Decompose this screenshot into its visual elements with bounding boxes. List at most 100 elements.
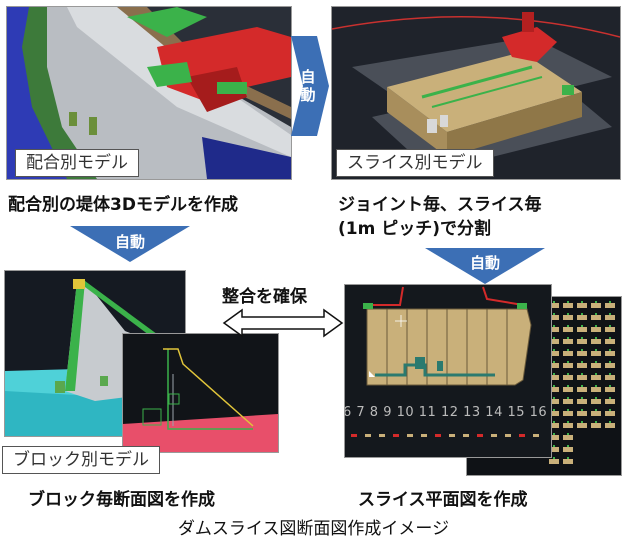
mix-model-render xyxy=(7,7,291,179)
slice-thumbnail-marker xyxy=(553,349,555,351)
slice-thumbnail-marker xyxy=(567,385,569,387)
slice-thumbnail-marker xyxy=(567,349,569,351)
slice-thumbnail-marker xyxy=(609,313,611,315)
consistency-double-arrow xyxy=(222,308,344,338)
slice-thumbnail xyxy=(563,411,573,416)
slice-thumbnail-marker xyxy=(567,313,569,315)
slice-mini-icon xyxy=(533,434,539,437)
slice-mini-icon xyxy=(379,434,385,437)
slice-thumbnail xyxy=(563,375,573,380)
slice-thumbnail-marker xyxy=(595,385,597,387)
slice-thumbnail-marker xyxy=(581,349,583,351)
auto-arrow-right-label: 自動 xyxy=(300,68,316,104)
slice-thumbnail xyxy=(605,327,615,332)
mix-model-caption: 配合別の堤体3Dモデルを作成 xyxy=(8,195,238,215)
auto-arrow-right-down-label: 自動 xyxy=(469,254,500,272)
slice-thumbnail xyxy=(549,303,559,308)
slice-mini-icon xyxy=(505,434,511,437)
slice-thumbnail xyxy=(591,375,601,380)
slice-thumbnail xyxy=(563,315,573,320)
slice-thumbnail-marker xyxy=(567,373,569,375)
slice-thumbnail xyxy=(563,351,573,356)
panel-block-model-front xyxy=(122,333,279,453)
slice-thumbnail xyxy=(577,411,587,416)
slice-mini-icon xyxy=(393,434,399,437)
slice-thumbnail xyxy=(577,351,587,356)
slice-thumbnail xyxy=(605,423,615,428)
slice-thumbnail xyxy=(563,459,573,464)
slice-thumbnail-marker xyxy=(567,397,569,399)
panel-slice-model: スライス別モデル xyxy=(331,6,621,180)
panel-slice-plan-front: 6 7 8 9 10 11 12 13 14 15 16 xyxy=(344,284,552,458)
slice-thumbnail-marker xyxy=(595,397,597,399)
panel-mix-model: 配合別モデル xyxy=(6,6,292,180)
block-model-caption: ブロック毎断面図を作成 xyxy=(28,490,215,510)
block-model-label: ブロック別モデル xyxy=(2,446,160,474)
slice-model-caption-line2: (1m ピッチ)で分割 xyxy=(338,219,491,239)
slice-thumbnail-marker xyxy=(553,409,555,411)
slice-thumbnail-marker xyxy=(581,325,583,327)
block-model-render-front xyxy=(123,334,278,452)
slice-thumbnail xyxy=(549,387,559,392)
slice-thumbnail-marker xyxy=(553,373,555,375)
slice-plan-render xyxy=(345,285,551,457)
slice-thumbnail xyxy=(549,459,559,464)
slice-thumbnail-marker xyxy=(609,325,611,327)
slice-mini-icon xyxy=(491,434,497,437)
slice-mini-icon xyxy=(407,434,413,437)
auto-arrow-left-down xyxy=(70,226,190,262)
slice-thumbnail-marker xyxy=(567,433,569,435)
slice-thumbnail-marker xyxy=(595,373,597,375)
slice-thumbnail xyxy=(549,339,559,344)
slice-thumbnail-marker xyxy=(581,337,583,339)
slice-thumbnail xyxy=(605,339,615,344)
slice-thumbnail-marker xyxy=(609,361,611,363)
slice-plan-caption: スライス平面図を作成 xyxy=(358,490,528,510)
slice-mini-icon xyxy=(421,434,427,437)
slice-thumbnail-marker xyxy=(567,301,569,303)
slice-thumbnail-marker xyxy=(609,349,611,351)
auto-arrow-left-down-label: 自動 xyxy=(114,233,145,251)
slice-thumbnail xyxy=(577,387,587,392)
slice-mini-icon xyxy=(519,434,525,437)
slice-thumbnail xyxy=(605,399,615,404)
slice-thumbnail xyxy=(563,339,573,344)
slice-thumbnail xyxy=(549,375,559,380)
slice-thumbnail-marker xyxy=(553,433,555,435)
slice-thumbnail-marker xyxy=(609,301,611,303)
slice-thumbnail xyxy=(591,339,601,344)
slice-thumbnail-marker xyxy=(595,409,597,411)
slice-thumbnail-marker xyxy=(595,349,597,351)
slice-thumbnail-marker xyxy=(595,313,597,315)
slice-thumbnail-marker xyxy=(567,445,569,447)
slice-thumbnail-marker xyxy=(595,337,597,339)
slice-thumbnail-marker xyxy=(567,325,569,327)
slice-mini-icon xyxy=(365,434,371,437)
slice-thumbnail xyxy=(549,411,559,416)
slice-model-caption-line1: ジョイント毎、スライス毎 xyxy=(338,195,542,215)
slice-thumbnail xyxy=(577,303,587,308)
slice-thumbnail xyxy=(563,387,573,392)
figure-title: ダムスライス図断面図作成イメージ xyxy=(177,519,450,539)
slice-thumbnail xyxy=(591,363,601,368)
slice-thumbnail xyxy=(549,327,559,332)
slice-number-row: 6 7 8 9 10 11 12 13 14 15 16 xyxy=(344,405,548,420)
consistency-label: 整合を確保 xyxy=(222,287,307,307)
slice-thumbnail-marker xyxy=(581,385,583,387)
slice-thumbnail-marker xyxy=(581,301,583,303)
slice-thumbnail-marker xyxy=(567,457,569,459)
slice-thumbnail-marker xyxy=(553,457,555,459)
slice-mini-icon xyxy=(463,434,469,437)
slice-thumbnail-marker xyxy=(567,361,569,363)
slice-thumbnail-marker xyxy=(609,385,611,387)
slice-thumbnail-marker xyxy=(553,301,555,303)
slice-thumbnail-marker xyxy=(553,325,555,327)
slice-thumbnail-marker xyxy=(553,337,555,339)
slice-model-label: スライス別モデル xyxy=(336,149,494,177)
slice-thumbnail xyxy=(563,447,573,452)
slice-thumbnail-marker xyxy=(609,397,611,399)
slice-icon-row xyxy=(351,434,539,437)
slice-thumbnail xyxy=(605,351,615,356)
slice-thumbnail xyxy=(591,423,601,428)
slice-mini-icon xyxy=(351,434,357,437)
